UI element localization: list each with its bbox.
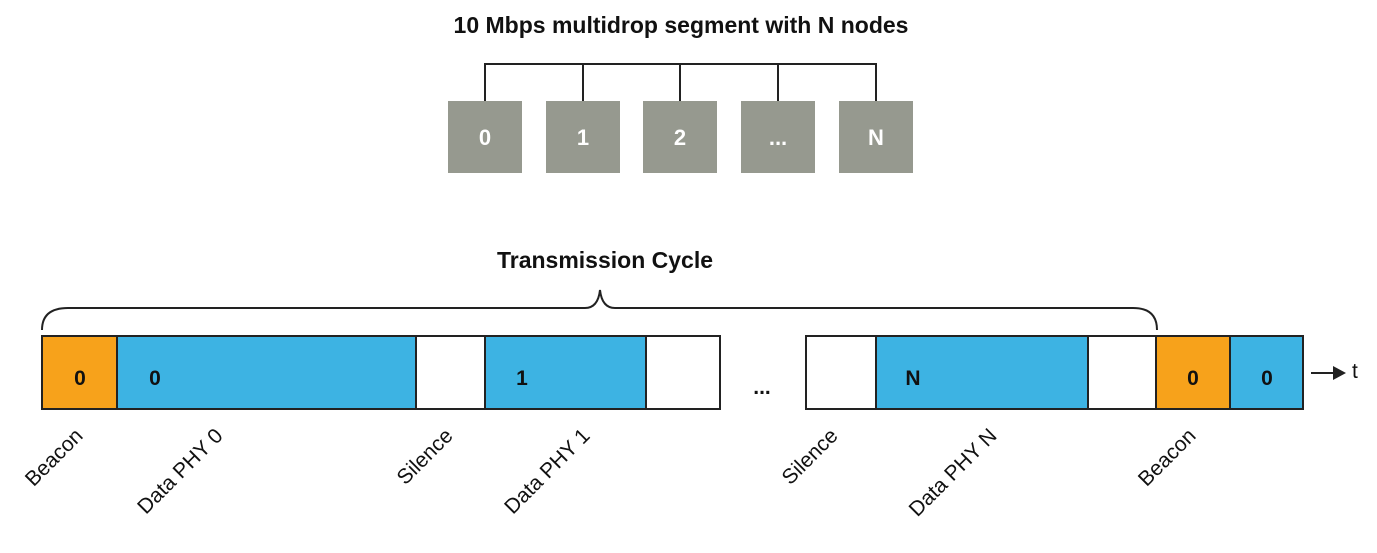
slot-beacon-next bbox=[1155, 335, 1231, 410]
node-box bbox=[546, 101, 620, 173]
node-label: 1 bbox=[577, 125, 589, 150]
label-data-phy-1: Data PHY 1 bbox=[500, 424, 594, 518]
time-label: t bbox=[1352, 360, 1358, 383]
node-label: 2 bbox=[674, 125, 686, 150]
slot-text: 1 bbox=[516, 367, 528, 390]
label-silence: Silence bbox=[778, 424, 843, 489]
node-2: 2 bbox=[643, 101, 717, 173]
label-beacon: Beacon bbox=[1134, 424, 1201, 491]
node-box bbox=[741, 101, 815, 173]
segment-title: 10 Mbps multidrop segment with N nodes bbox=[454, 12, 909, 38]
time-arrow-head bbox=[1333, 366, 1346, 380]
slot-silence bbox=[415, 335, 486, 410]
node-label: N bbox=[868, 125, 884, 150]
slot-silence bbox=[1087, 335, 1157, 410]
node-box bbox=[643, 101, 717, 173]
slot-silence bbox=[805, 335, 877, 410]
time-arrow bbox=[1311, 366, 1346, 380]
node-label: 0 bbox=[479, 125, 491, 150]
slot-data-phy-0 bbox=[116, 335, 417, 410]
slot-silence bbox=[645, 335, 721, 410]
slot-text: N bbox=[905, 367, 920, 390]
node-1: 1 bbox=[546, 101, 620, 173]
slot-text: 0 bbox=[1187, 367, 1199, 390]
slot-text: 0 bbox=[74, 367, 86, 390]
slot-text: 0 bbox=[1261, 367, 1273, 390]
node-ellipsis: ... bbox=[741, 101, 815, 173]
gap-ellipsis: ... bbox=[753, 376, 771, 399]
node-box bbox=[448, 101, 522, 173]
node-0: 0 bbox=[448, 101, 522, 173]
node-box bbox=[839, 101, 913, 173]
slot-data-phy-1 bbox=[484, 335, 647, 410]
cycle-title: Transmission Cycle bbox=[497, 247, 713, 273]
label-silence: Silence bbox=[393, 424, 458, 489]
label-data-phy-0: Data PHY 0 bbox=[133, 424, 227, 518]
node-label: ... bbox=[769, 125, 787, 150]
slot-data-phy-0-next bbox=[1229, 335, 1304, 410]
label-beacon: Beacon bbox=[21, 424, 88, 491]
slot-text: 0 bbox=[149, 367, 161, 390]
cycle-brace bbox=[41, 289, 1158, 331]
segment-bus bbox=[484, 63, 877, 101]
node-n: N bbox=[839, 101, 913, 173]
label-data-phy-n: Data PHY N bbox=[905, 424, 1002, 521]
